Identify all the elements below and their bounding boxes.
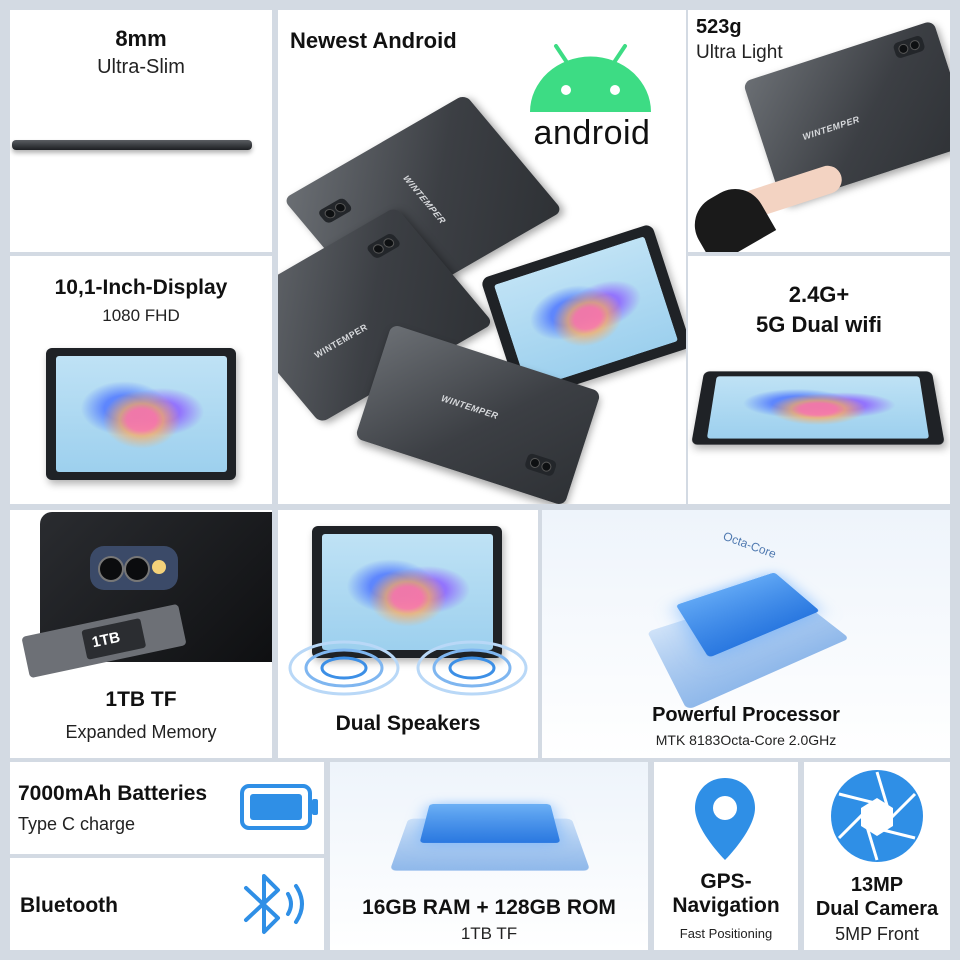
gps-cell: GPS- Navigation Fast Positioning bbox=[654, 762, 798, 950]
location-pin-icon bbox=[695, 778, 755, 860]
battery-icon bbox=[240, 784, 318, 830]
android-logo-text: android bbox=[533, 114, 651, 152]
brand-logo: WINTEMPER bbox=[801, 114, 861, 143]
processor-cell: Octa-Core Powerful Processor MTK 8183Oct… bbox=[542, 510, 950, 758]
gps-subtitle: Fast Positioning bbox=[679, 926, 773, 941]
right-speaker-waves-icon bbox=[416, 640, 528, 696]
display-cell: 10,1-Inch-Display 1080 FHD bbox=[10, 256, 272, 504]
memory-cell: 1TB 1TB TF Expanded Memory bbox=[10, 510, 272, 758]
wifi-title-line2: 5G Dual wifi bbox=[756, 312, 882, 337]
camera-subtitle: 5MP Front bbox=[835, 924, 919, 944]
camera-module bbox=[523, 452, 558, 478]
display-subtitle: 1080 FHD bbox=[102, 306, 180, 325]
slim-cell: 8mm Ultra-Slim bbox=[10, 10, 272, 252]
ram-title: 16GB RAM + 128GB ROM bbox=[362, 896, 616, 919]
bluetooth-cell: Bluetooth bbox=[10, 858, 324, 950]
android-title: Newest Android bbox=[290, 28, 457, 53]
android-cell: Newest Android android WINTEMPER WINTEMP… bbox=[278, 10, 686, 504]
battery-title: 7000mAh Batteries bbox=[18, 782, 208, 805]
battery-subtitle: Type C charge bbox=[18, 814, 136, 834]
memory-title: 1TB TF bbox=[105, 688, 177, 711]
left-speaker-waves-icon bbox=[288, 640, 400, 696]
bluetooth-title: Bluetooth bbox=[20, 894, 118, 917]
brand-logo: WINTEMPER bbox=[400, 173, 449, 226]
display-title: 10,1-Inch-Display bbox=[54, 276, 228, 299]
slim-title: 8mm bbox=[115, 26, 167, 51]
tablet-screen bbox=[707, 376, 929, 439]
ram-subtitle: 1TB TF bbox=[460, 924, 518, 943]
slim-subtitle: Ultra-Slim bbox=[97, 56, 185, 78]
tablet-screen bbox=[321, 533, 493, 651]
wifi-title-line1: 2.4G+ bbox=[788, 282, 850, 307]
camera-aperture-icon bbox=[831, 770, 923, 862]
gps-title-line2: Navigation bbox=[672, 894, 780, 917]
camera-title-line1: 13MP bbox=[850, 874, 904, 896]
tablet-screen bbox=[55, 355, 227, 473]
speakers-tablet bbox=[312, 526, 502, 658]
weight-title: 523g bbox=[696, 16, 742, 38]
ram-chip-core bbox=[419, 804, 561, 843]
memory-subtitle: Expanded Memory bbox=[65, 722, 217, 742]
camera-module bbox=[316, 196, 354, 225]
wifi-cell: 2.4G+ 5G Dual wifi bbox=[688, 256, 950, 504]
chip-label: Octa-Core bbox=[721, 528, 779, 562]
ram-cell: 16GB RAM + 128GB ROM 1TB TF bbox=[330, 762, 648, 950]
slim-tablet-side bbox=[12, 140, 252, 150]
speakers-cell: Dual Speakers bbox=[278, 510, 538, 758]
camera-cell: 13MP Dual Camera 5MP Front bbox=[804, 762, 950, 950]
sd-card: 1TB bbox=[81, 618, 147, 660]
processor-subtitle: MTK 8183Octa-Core 2.0GHz bbox=[655, 732, 837, 748]
gps-title-line1: GPS- bbox=[700, 870, 752, 893]
camera-module bbox=[892, 34, 926, 60]
speakers-title: Dual Speakers bbox=[335, 712, 481, 735]
sd-card-label: 1TB bbox=[90, 628, 122, 652]
weight-cell: 523g Ultra Light WINTEMPER bbox=[688, 10, 950, 252]
brand-logo: WINTEMPER bbox=[439, 393, 500, 422]
brand-logo: WINTEMPER bbox=[311, 322, 370, 360]
wifi-tablet bbox=[691, 371, 945, 445]
weight-subtitle: Ultra Light bbox=[696, 42, 783, 63]
bluetooth-icon bbox=[244, 874, 304, 934]
android-robot-icon bbox=[530, 44, 651, 112]
camera-title-line2: Dual Camera bbox=[815, 898, 939, 920]
processor-title: Powerful Processor bbox=[652, 704, 840, 726]
camera-module bbox=[365, 232, 402, 260]
memory-camera-module bbox=[90, 546, 178, 590]
display-tablet bbox=[46, 348, 236, 480]
battery-cell: 7000mAh Batteries Type C charge bbox=[10, 762, 324, 854]
